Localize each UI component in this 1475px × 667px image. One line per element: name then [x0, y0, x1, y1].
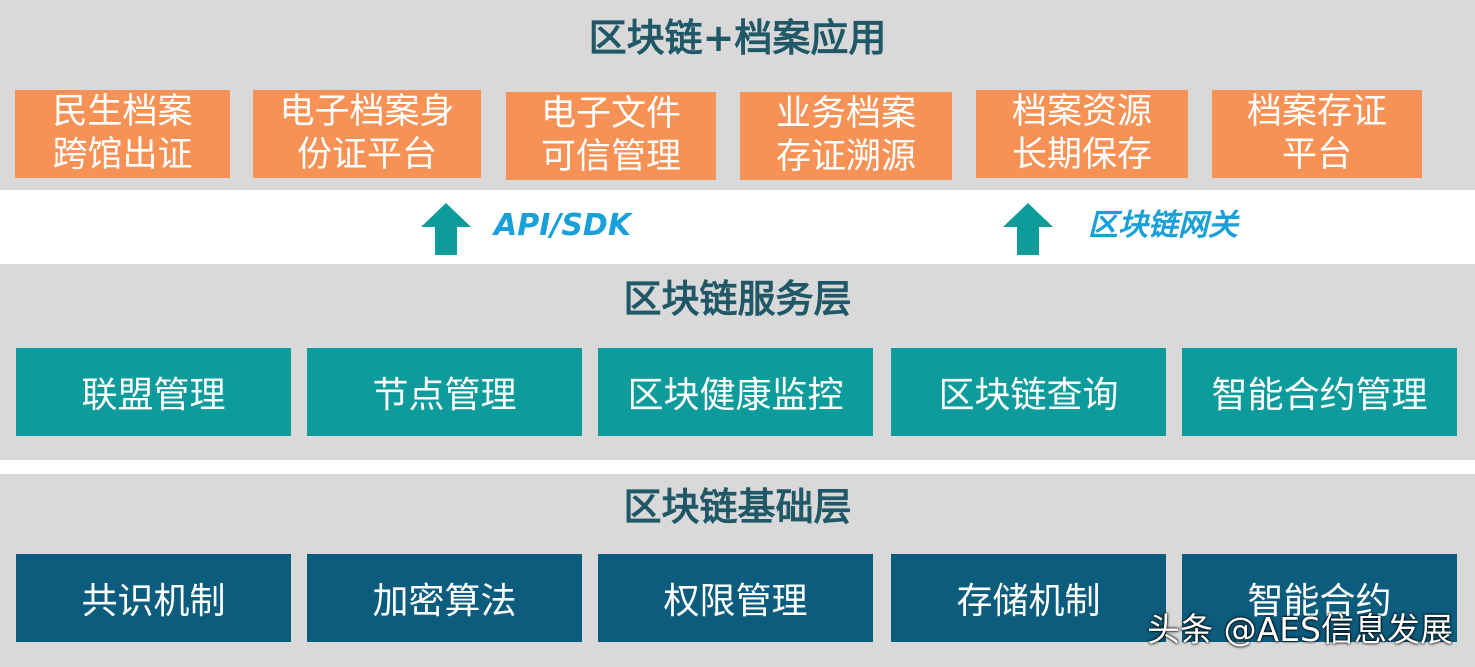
base-item-storage: 存储机制 — [891, 554, 1166, 642]
base-item-contract: 智能合约 — [1182, 554, 1457, 642]
app-item-evidence: 档案存证 平台 — [1212, 90, 1422, 178]
app-layer-title: 区块链+档案应用 — [588, 16, 887, 60]
service-item-node: 节点管理 — [307, 348, 582, 436]
service-item-query: 区块链查询 — [891, 348, 1166, 436]
service-item-health: 区块健康监控 — [598, 348, 873, 436]
service-item-alliance: 联盟管理 — [16, 348, 291, 436]
up-arrow-icon — [421, 203, 471, 255]
watermark: 头条 @AES信息发展 — [1147, 610, 1453, 649]
base-item-permission: 权限管理 — [598, 554, 873, 642]
connector-gateway: 区块链网关 — [1088, 208, 1238, 243]
app-item-minsheng: 民生档案 跨馆出证 — [15, 90, 230, 178]
base-layer-title: 区块链基础层 — [623, 485, 852, 529]
app-item-eid: 电子档案身 份证平台 — [253, 90, 481, 178]
service-layer-title: 区块链服务层 — [623, 277, 852, 321]
base-item-crypto: 加密算法 — [307, 554, 582, 642]
app-item-business: 业务档案 存证溯源 — [740, 92, 952, 180]
base-item-consensus: 共识机制 — [16, 554, 291, 642]
app-item-longterm: 档案资源 长期保存 — [976, 90, 1188, 178]
connector-api-sdk: API/SDK — [494, 208, 632, 243]
app-item-efile: 电子文件 可信管理 — [506, 92, 716, 180]
service-item-contract-mgmt: 智能合约管理 — [1182, 348, 1457, 436]
up-arrow-icon — [1003, 203, 1053, 255]
